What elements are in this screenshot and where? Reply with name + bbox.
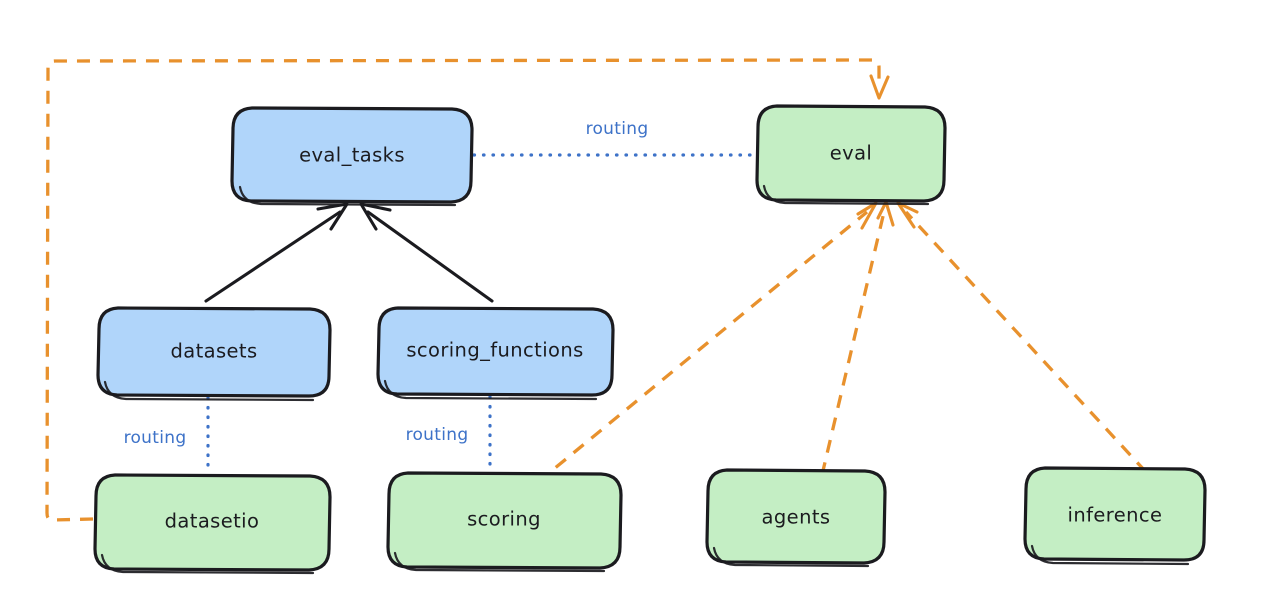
- node-datasets-shape: [96, 306, 332, 398]
- node-eval[interactable]: eval: [755, 104, 947, 206]
- edge-eval_tasks-eval: routing: [472, 119, 757, 157]
- edge-label-routing-datasetio: routing: [124, 428, 187, 448]
- node-inference[interactable]: inference: [1023, 466, 1207, 566]
- node-eval_tasks[interactable]: eval_tasks: [230, 106, 474, 207]
- node-datasets-label: datasets: [170, 340, 257, 363]
- edge-datasetio-eval: [45, 58, 890, 522]
- node-eval-shadow: [762, 184, 930, 206]
- edge-label-routing-eval: routing: [586, 119, 649, 139]
- node-eval_tasks-label: eval_tasks: [299, 144, 405, 167]
- node-datasetio-shape: [93, 473, 332, 572]
- node-eval_tasks-shape: [230, 106, 474, 204]
- edge-scoring_functions-eval_tasks: [359, 202, 494, 303]
- edge-datasets-datasetio: routing: [124, 396, 210, 476]
- node-scoring-shape: [386, 471, 623, 570]
- node-scoring_functions-shadow: [383, 379, 598, 401]
- node-agents[interactable]: agents: [705, 468, 887, 568]
- node-eval-shape: [755, 104, 947, 203]
- node-agents-shape: [705, 468, 887, 565]
- node-scoring_functions-shape: [376, 306, 615, 397]
- edge-scoring_functions-eval_tasks-line: [366, 210, 494, 303]
- edge-inference-eval-arrowhead: [896, 201, 919, 229]
- node-agents-label: agents: [762, 506, 831, 529]
- node-scoring[interactable]: scoring: [386, 471, 623, 573]
- node-datasetio-shadow: [100, 553, 315, 575]
- edge-datasetio-eval-arrowhead: [869, 74, 890, 100]
- node-datasets[interactable]: datasets: [96, 306, 332, 402]
- node-datasetio[interactable]: datasetio: [93, 473, 332, 575]
- node-scoring-shadow: [393, 551, 606, 573]
- edge-agents-eval: [820, 200, 895, 476]
- node-inference-shadow: [1030, 544, 1190, 566]
- edge-agents-eval-line: [820, 211, 886, 476]
- node-agents-shadow: [712, 546, 870, 568]
- edge-scoring-eval-line: [536, 210, 869, 484]
- node-inference-label: inference: [1068, 504, 1163, 527]
- node-datasetio-label: datasetio: [165, 510, 260, 533]
- node-scoring_functions-label: scoring_functions: [406, 339, 583, 362]
- edge-datasets-eval_tasks-line: [204, 210, 342, 303]
- node-scoring-label: scoring: [467, 508, 541, 531]
- node-inference-shape: [1023, 466, 1207, 562]
- node-datasets-shadow: [103, 380, 315, 402]
- edge-datasets-eval_tasks: [204, 202, 349, 303]
- edge-inference-eval: [896, 201, 1148, 474]
- node-eval-label: eval: [830, 142, 873, 165]
- node-eval_tasks-shadow: [238, 185, 457, 207]
- edge-inference-eval-line: [904, 210, 1148, 474]
- edge-scoring_functions-scoring: routing: [406, 395, 492, 474]
- edge-label-routing-scoring: routing: [406, 425, 469, 445]
- node-scoring_functions[interactable]: scoring_functions: [376, 306, 615, 401]
